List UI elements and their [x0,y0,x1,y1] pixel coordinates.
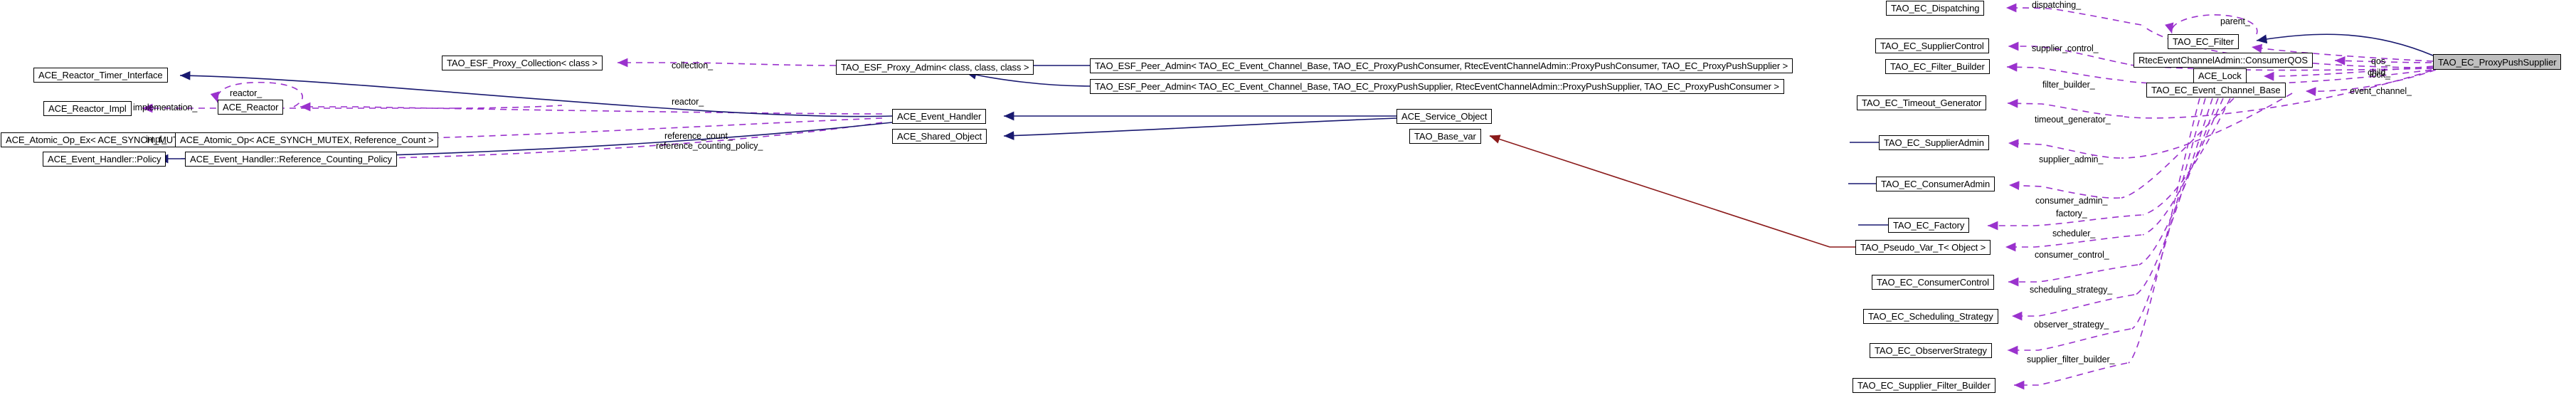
edge-label-filter_builder: filter_builder_ [2042,80,2095,90]
class-node-filter[interactable]: TAO_EC_Filter [2168,34,2239,49]
class-node-filterbuilder[interactable]: TAO_EC_Filter_Builder [1885,59,1990,74]
edge-label-observer_strategy: observer_strategy_ [2034,320,2109,330]
class-node-supplieradmin[interactable]: TAO_EC_SupplierAdmin [1879,135,1989,150]
edge-label-parent: parent_ [2220,16,2250,26]
edge-label-scheduler: scheduler_ [2052,228,2096,238]
edge-label-lock: lock_ [2370,70,2390,80]
edge-label-supplier_control: supplier_control_ [2032,43,2099,53]
class-node-label: TAO_EC_Supplier_Filter_Builder [1857,380,1991,391]
edge-label-scheduling_strategy: scheduling_strategy_ [2030,285,2113,295]
edge-label-timeout_generator: timeout_generator_ [2035,115,2111,125]
class-node-observerstrategy[interactable]: TAO_EC_ObserverStrategy [1870,343,1992,358]
class-node-atomicop[interactable]: ACE_Atomic_Op< ACE_SYNCH_MUTEX, Referenc… [175,132,439,147]
class-node-label: ACE_Atomic_Op< ACE_SYNCH_MUTEX, Referenc… [180,135,434,145]
class-node-ehrcpolicy[interactable]: ACE_Event_Handler::Reference_Counting_Po… [185,152,397,167]
class-node-schedstrategy[interactable]: TAO_EC_Scheduling_Strategy [1863,309,1998,324]
class-node-root[interactable]: TAO_EC_ProxyPushSupplier [2433,54,2562,70]
class-node-esfproxyadmin[interactable]: TAO_ESF_Proxy_Admin< class, class, class… [836,60,1034,75]
class-node-label: ACE_Reactor_Timer_Interface [38,70,163,80]
class-node-label: ACE_Event_Handler::Reference_Counting_Po… [190,154,392,164]
class-node-label: ACE_Service_Object [1401,111,1488,122]
class-node-label: TAO_EC_ObserverStrategy [1875,345,1987,356]
edge-label-reactor2: reactor_ [672,97,704,107]
class-node-label: TAO_EC_ConsumerControl [1877,277,1989,288]
class-node-label: TAO_EC_ProxyPushSupplier [2438,56,2557,68]
class-node-ehpolicy[interactable]: ACE_Event_Handler::Policy [43,152,166,167]
class-node-label: TAO_EC_Dispatching [1891,3,1980,14]
class-node-label: TAO_EC_Event_Channel_Base [2151,85,2281,95]
class-node-label: TAO_EC_ConsumerAdmin [1881,179,1991,189]
class-node-acereactor[interactable]: ACE_Reactor [218,100,284,115]
class-node-acelock[interactable]: ACE_Lock [2193,68,2247,83]
class-node-label: TAO_EC_Filter [2173,36,2234,47]
class-node-reactorimpl[interactable]: ACE_Reactor_Impl [43,101,132,116]
class-node-basevar[interactable]: TAO_Base_var [1409,129,1481,144]
class-node-label: RtecEventChannelAdmin::ConsumerQOS [2138,55,2308,65]
class-node-label: TAO_EC_Timeout_Generator [1862,98,1982,108]
class-node-suppliercontrol[interactable]: TAO_EC_SupplierControl [1875,38,1989,53]
class-node-label: TAO_Base_var [1414,131,1476,142]
class-node-dispatching[interactable]: TAO_EC_Dispatching [1886,1,1985,16]
edge-label-dispatching: dispatching_ [2032,0,2081,10]
class-node-peersupplier[interactable]: TAO_ESF_Peer_Admin< TAO_EC_Event_Channel… [1090,79,1784,94]
class-node-supplierfilterb[interactable]: TAO_EC_Supplier_Filter_Builder [1853,378,1995,393]
class-node-consumercontrol[interactable]: TAO_EC_ConsumerControl [1872,275,1994,290]
class-node-consumeradmin[interactable]: TAO_EC_ConsumerAdmin [1876,177,1995,191]
edge-label-consumer_admin: consumer_admin_ [2035,196,2108,206]
class-node-reactortimer[interactable]: ACE_Reactor_Timer_Interface [33,68,168,83]
class-node-esfproxycoll[interactable]: TAO_ESF_Proxy_Collection< class > [442,56,603,70]
class-node-label: ACE_Reactor [223,102,279,112]
edge-label-consumer_control: consumer_control_ [2035,250,2109,260]
edge-label-supplier_filter_b: supplier_filter_builder_ [2027,354,2115,364]
class-node-ecbase[interactable]: TAO_EC_Event_Channel_Base [2146,83,2286,98]
edge-label-qos: qos_ [2371,56,2390,66]
edge-label-factory: factory_ [2056,209,2087,219]
edge-label-reactor_self: reactor_ [230,88,263,98]
edge-label-impl: impl_ [146,135,167,145]
class-node-factory[interactable]: TAO_EC_Factory [1888,218,1970,233]
class-node-label: TAO_EC_SupplierControl [1880,41,1984,51]
class-node-label: TAO_EC_Filter_Builder [1890,61,1985,72]
edge-label-supplier_admin: supplier_admin_ [2039,154,2104,164]
edge-label-child: child_ [2368,68,2391,78]
class-node-pseudovar[interactable]: TAO_Pseudo_Var_T< Object > [1855,240,1991,255]
class-node-label: TAO_EC_SupplierAdmin [1884,137,1984,148]
class-node-label: TAO_ESF_Proxy_Admin< class, class, class… [841,62,1029,73]
class-node-label: ACE_Lock [2198,70,2242,81]
class-node-label: TAO_ESF_Proxy_Collection< class > [447,58,598,68]
class-node-consumerqos[interactable]: RtecEventChannelAdmin::ConsumerQOS [2134,53,2313,68]
edge-label-reference_count: reference_count_ [664,131,733,141]
class-node-label: ACE_Shared_Object [897,131,982,142]
class-node-label: TAO_EC_Factory [1893,220,1965,231]
class-node-label: ACE_Event_Handler [897,111,982,122]
class-node-sharedobject[interactable]: ACE_Shared_Object [892,129,987,144]
class-node-label: TAO_EC_Scheduling_Strategy [1868,311,1993,322]
edge-label-ref_count_policy: reference_counting_policy_ [656,141,763,151]
class-node-label: TAO_Pseudo_Var_T< Object > [1860,242,1986,253]
class-node-label: TAO_ESF_Peer_Admin< TAO_EC_Event_Channel… [1095,61,1788,71]
class-node-timeoutgen[interactable]: TAO_EC_Timeout_Generator [1857,95,1987,110]
class-node-eventhandler[interactable]: ACE_Event_Handler [892,109,987,124]
class-node-serviceobject[interactable]: ACE_Service_Object [1396,109,1493,124]
edge-label-collection: collection_ [672,61,713,70]
class-node-label: ACE_Reactor_Impl [48,103,127,114]
class-node-label: ACE_Event_Handler::Policy [48,154,161,164]
edge-label-implementation: implementation_ [133,103,198,112]
class-node-label: TAO_ESF_Peer_Admin< TAO_EC_Event_Channel… [1095,81,1779,92]
class-node-peerconsumer[interactable]: TAO_ESF_Peer_Admin< TAO_EC_Event_Channel… [1090,58,1793,73]
edge-label-event_channel: event_channel_ [2350,86,2412,96]
